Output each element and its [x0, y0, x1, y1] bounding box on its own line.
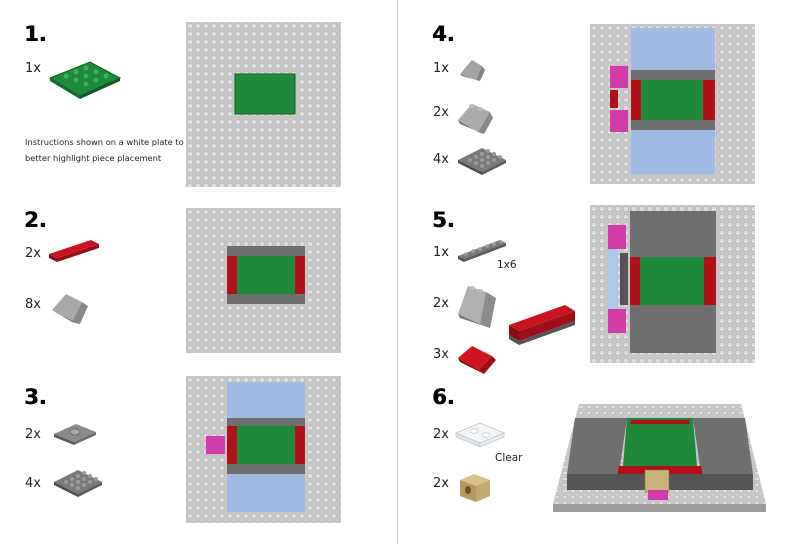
- center-divider: [397, 0, 398, 544]
- step-1-assembly-baseplate: [186, 22, 341, 187]
- red-slope-icon: [458, 346, 496, 374]
- gray-slope-icon: [52, 294, 88, 324]
- step-6-qty-1: 2x: [433, 427, 449, 442]
- red-plate-1x4-icon: [49, 240, 99, 262]
- step-5-number: 5.: [432, 208, 455, 232]
- step-3-number: 3.: [24, 385, 47, 409]
- jumper-plate-icon: [54, 424, 96, 445]
- red-slope-assembly-icon: [509, 305, 575, 345]
- step-4-qty-3: 4x: [433, 152, 449, 167]
- clear-label: Clear: [495, 452, 523, 464]
- tall-slope-icon: [458, 286, 496, 328]
- step-3-qty-2: 4x: [25, 476, 41, 491]
- gray-plate-4x4-icon: [54, 470, 102, 497]
- step-2-qty-2: 8x: [25, 297, 41, 312]
- tan-brick-icon: [460, 474, 490, 502]
- small-slope-icon: [460, 60, 485, 81]
- step-4-number: 4.: [432, 22, 455, 46]
- step-6-assembly-model: [553, 404, 766, 512]
- plate-1x6-icon: [458, 240, 506, 262]
- step-5-qty-2: 2x: [433, 296, 449, 311]
- step-4-assembly-baseplate: [590, 24, 755, 184]
- step-5-assembly-baseplate: [590, 205, 755, 363]
- step-2-number: 2.: [24, 208, 47, 232]
- step-1-number: 1.: [24, 22, 47, 46]
- step-6-qty-2: 2x: [433, 476, 449, 491]
- step-3-qty-1: 2x: [25, 427, 41, 442]
- step-2-assembly-baseplate: [186, 208, 341, 353]
- step-5-qty-3: 3x: [433, 347, 449, 362]
- plate-1x6-label: 1x6: [497, 259, 517, 271]
- step-6-number: 6.: [432, 385, 455, 409]
- clear-plate-icon: [454, 422, 506, 448]
- step-2-qty-1: 2x: [25, 246, 41, 261]
- placement-note: Instructions shown on a white plate to b…: [25, 137, 184, 163]
- gray-plate-4x4-icon: [458, 148, 506, 175]
- step-5-qty-1: 1x: [433, 245, 449, 260]
- step-4-qty-1: 1x: [433, 61, 449, 76]
- step-4-qty-2: 2x: [433, 105, 449, 120]
- step-3-assembly-baseplate: [186, 376, 341, 523]
- step-1-qty-1: 1x: [25, 61, 41, 76]
- green-plate-4x6-icon: [48, 61, 122, 99]
- slope-2x2-icon: [458, 104, 493, 134]
